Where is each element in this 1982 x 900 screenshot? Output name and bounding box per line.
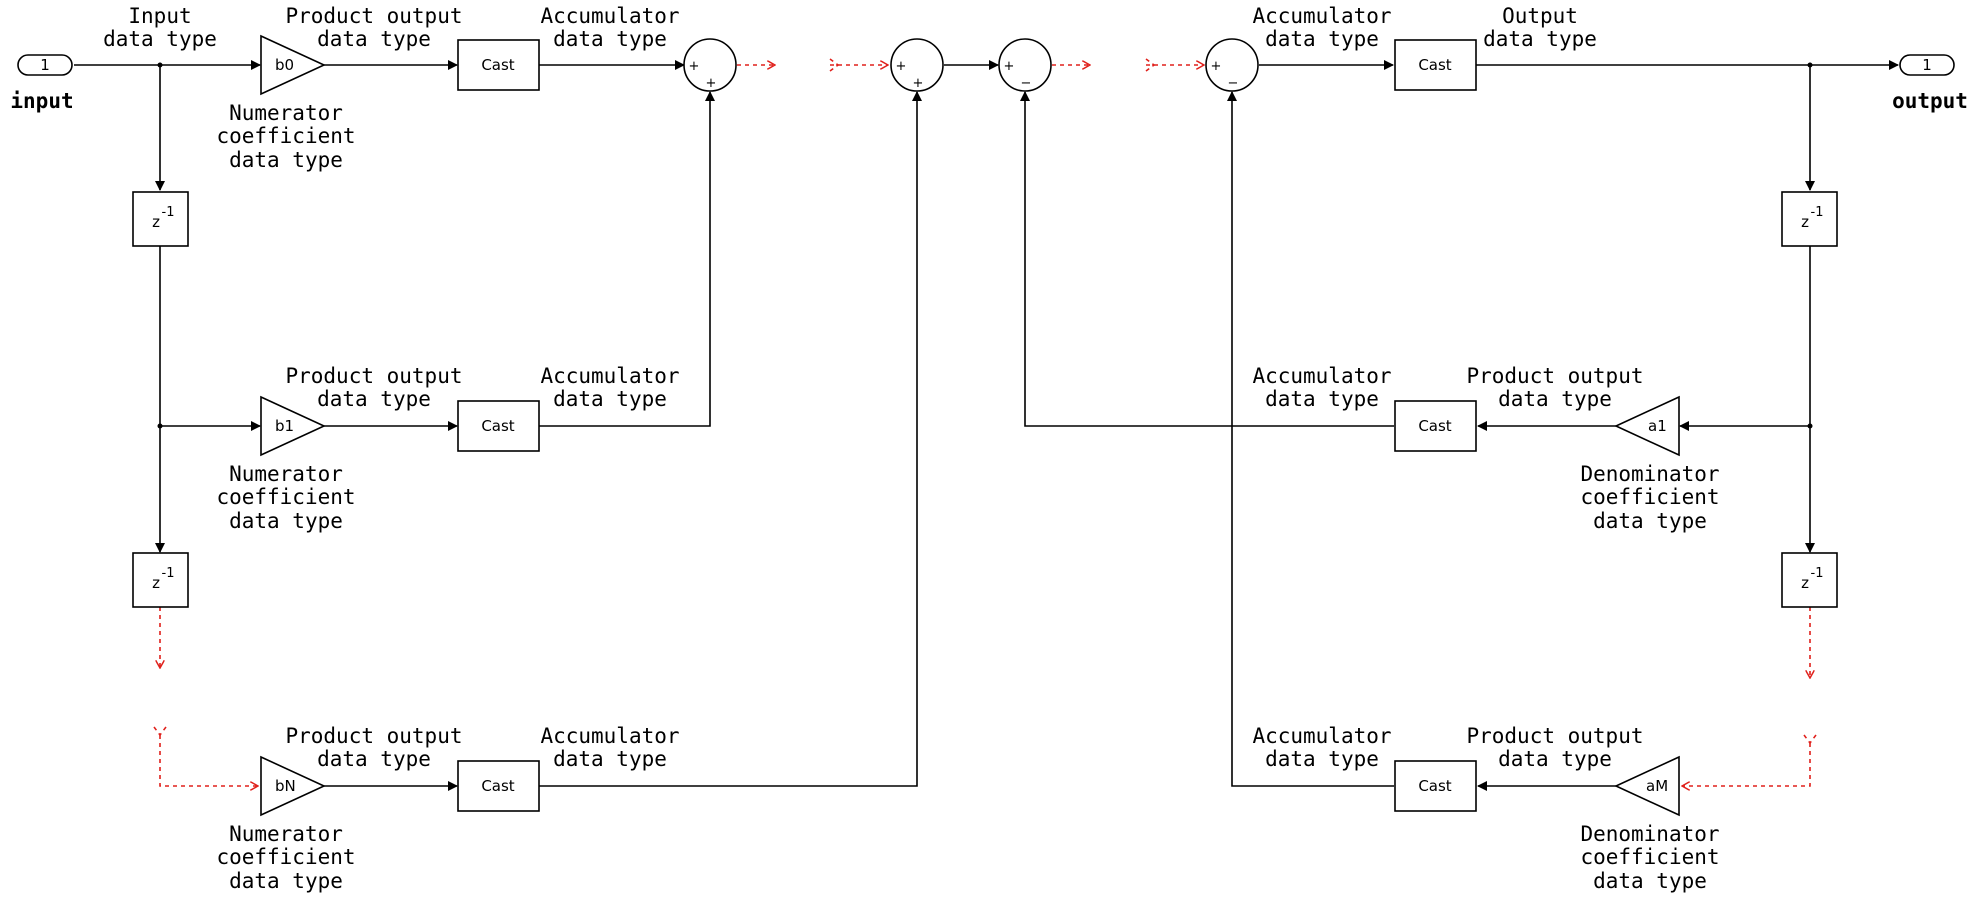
svg-text:Product output: Product output (1466, 724, 1643, 748)
svg-text:coefficient: coefficient (216, 845, 355, 869)
data-type-labels: Input data type Product output data type… (103, 4, 1719, 893)
svg-text:+: + (1004, 59, 1015, 74)
output-port-label: output (1892, 89, 1968, 113)
svg-text:Cast: Cast (481, 56, 514, 74)
cast-block-den-M[interactable]: Cast (1394, 760, 1477, 812)
sum-block-2[interactable]: + + (890, 38, 944, 92)
sum-block-1[interactable]: + + (683, 38, 737, 92)
label-input-dt-1: Input (128, 4, 191, 28)
cast-block-num-0[interactable]: Cast (457, 39, 540, 91)
svg-text:coefficient: coefficient (216, 485, 355, 509)
label-num-coef-1: Numerator (229, 101, 343, 125)
svg-text:a1: a1 (1648, 417, 1667, 435)
input-port-number: 1 (40, 56, 50, 74)
sum-block-3[interactable]: + − (998, 38, 1052, 92)
gain-block-b0[interactable]: b0 (260, 34, 326, 96)
svg-text:+: + (689, 59, 700, 74)
cast-block-output[interactable]: Cast (1394, 39, 1477, 91)
output-port-number: 1 (1922, 56, 1932, 74)
output-port[interactable]: 1 (1899, 54, 1955, 76)
svg-text:data type: data type (1498, 747, 1612, 771)
svg-text:data type: data type (553, 747, 667, 771)
delay-block-right-2[interactable]: z -1 (1781, 552, 1838, 608)
svg-text:Cast: Cast (1418, 56, 1451, 74)
svg-text:−: − (1021, 76, 1032, 91)
svg-text:data type: data type (1265, 747, 1379, 771)
svg-text:Accumulator: Accumulator (540, 364, 679, 388)
svg-text:-1: -1 (1811, 566, 1824, 581)
label-output-dt-2: data type (1483, 27, 1597, 51)
svg-text:z: z (1801, 213, 1809, 231)
delay-block-right-1[interactable]: z -1 (1781, 191, 1838, 247)
svg-text:+: + (706, 76, 717, 91)
sum-block-4[interactable]: + − (1205, 38, 1259, 92)
svg-text:Cast: Cast (1418, 777, 1451, 795)
label-num-coef-3: data type (229, 148, 343, 172)
label-den-coef-1: Denominator (1580, 462, 1719, 486)
svg-text:coefficient: coefficient (1580, 845, 1719, 869)
svg-text:Product output: Product output (1466, 364, 1643, 388)
svg-text:data type: data type (1265, 27, 1379, 51)
svg-text:−: − (1228, 76, 1239, 91)
svg-text:data type: data type (317, 747, 431, 771)
label-input-dt-2: data type (103, 27, 217, 51)
cast-block-den-1[interactable]: Cast (1394, 400, 1477, 452)
svg-text:aM: aM (1646, 777, 1668, 795)
svg-text:data type: data type (1498, 387, 1612, 411)
input-port[interactable]: 1 (17, 54, 73, 76)
delay-block-left-1[interactable]: z -1 (132, 191, 189, 247)
continuation-lines (153, 58, 1817, 786)
svg-text:+: + (913, 76, 924, 91)
svg-text:Product output: Product output (285, 364, 462, 388)
svg-text:data type: data type (229, 869, 343, 893)
svg-text:+: + (1211, 59, 1222, 74)
svg-text:z: z (1801, 574, 1809, 592)
svg-text:Product output: Product output (285, 724, 462, 748)
cast-block-num-1[interactable]: Cast (457, 400, 540, 452)
label-output-dt-1: Output (1502, 4, 1578, 28)
gain-block-b1[interactable]: b1 (260, 395, 326, 457)
svg-text:-1: -1 (162, 205, 175, 220)
gain-block-a1[interactable]: a1 (1614, 395, 1680, 457)
svg-text:z: z (152, 213, 160, 231)
input-port-label: input (10, 89, 73, 113)
label-den-coef-2: coefficient (1580, 485, 1719, 509)
label-product-dt-1: Product output (285, 4, 462, 28)
svg-text:Cast: Cast (1418, 417, 1451, 435)
svg-text:Denominator: Denominator (1580, 822, 1719, 846)
svg-text:Cast: Cast (481, 417, 514, 435)
signal-wires (74, 60, 1899, 791)
svg-text:data type: data type (553, 387, 667, 411)
svg-text:Numerator: Numerator (229, 822, 343, 846)
svg-text:-1: -1 (162, 566, 175, 581)
svg-text:Accumulator: Accumulator (1252, 4, 1391, 28)
svg-text:-1: -1 (1811, 205, 1824, 220)
svg-text:z: z (152, 574, 160, 592)
label-num-coef-2: coefficient (216, 124, 355, 148)
svg-text:Accumulator: Accumulator (540, 724, 679, 748)
svg-text:data type: data type (317, 387, 431, 411)
gain-block-aM[interactable]: aM (1614, 755, 1680, 817)
svg-text:data type: data type (229, 509, 343, 533)
label-product-dt-2: data type (317, 27, 431, 51)
svg-text:Accumulator: Accumulator (1252, 364, 1391, 388)
svg-text:data type: data type (1593, 869, 1707, 893)
svg-text:data type: data type (1265, 387, 1379, 411)
gain-block-bN[interactable]: bN (260, 755, 326, 817)
label-den-coef-3: data type (1593, 509, 1707, 533)
svg-text:+: + (896, 59, 907, 74)
cast-block-num-N[interactable]: Cast (457, 760, 540, 812)
label-accum-dt-1: Accumulator (540, 4, 679, 28)
svg-text:b0: b0 (275, 56, 294, 74)
svg-text:Numerator: Numerator (229, 462, 343, 486)
svg-text:bN: bN (275, 777, 296, 795)
svg-text:Accumulator: Accumulator (1252, 724, 1391, 748)
svg-text:Cast: Cast (481, 777, 514, 795)
label-accum-dt-2: data type (553, 27, 667, 51)
delay-block-left-2[interactable]: z -1 (132, 552, 189, 608)
svg-text:b1: b1 (275, 417, 294, 435)
